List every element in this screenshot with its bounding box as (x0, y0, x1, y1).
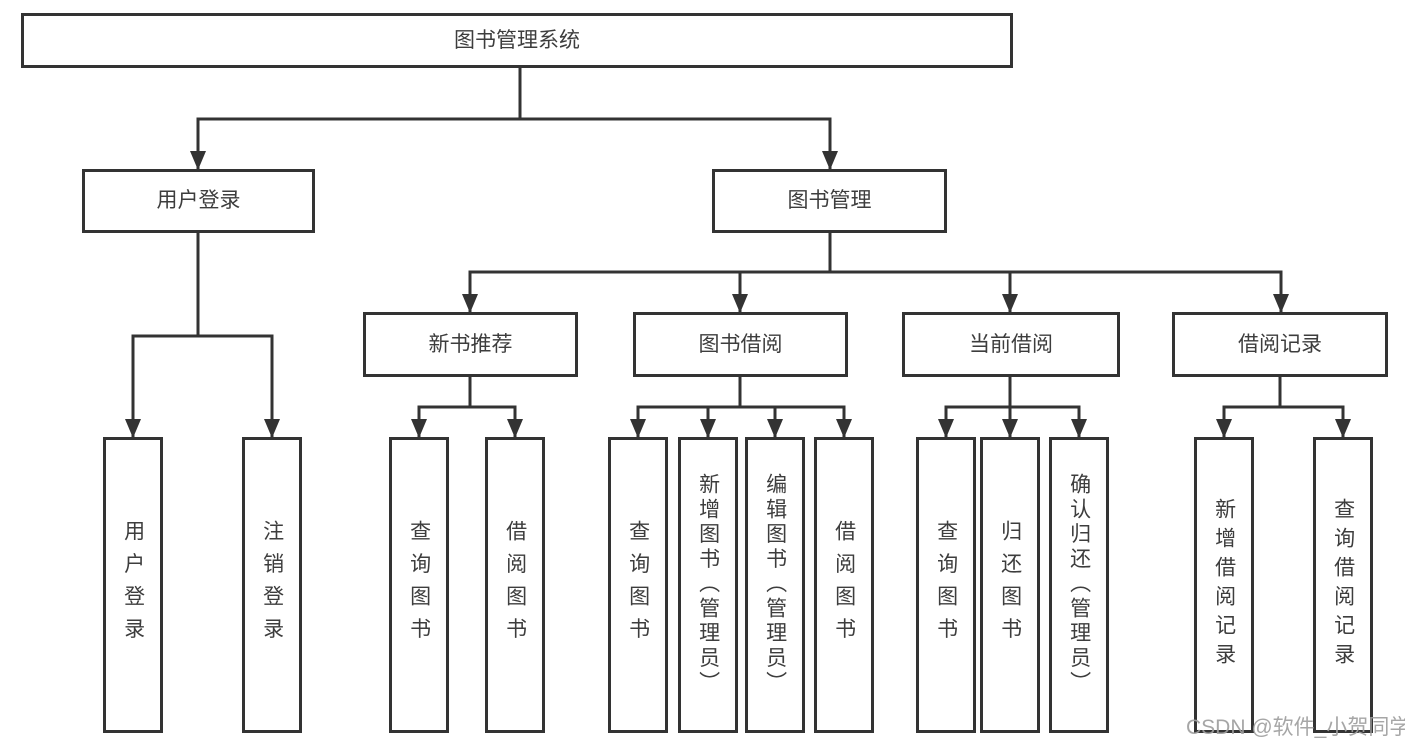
arrow-down-icon (767, 419, 783, 438)
arrow-down-icon (700, 419, 716, 438)
arrow-down-icon (411, 419, 427, 438)
arrow-down-icon (125, 419, 141, 438)
leaf-return-books: 归还图书 (980, 437, 1040, 733)
arrow-down-icon (1216, 419, 1232, 438)
arrow-down-icon (1002, 294, 1018, 313)
arrow-down-icon (732, 294, 748, 313)
arrow-down-icon (462, 294, 478, 313)
leaf-borrow-books: 借阅图书 (814, 437, 874, 733)
arrow-down-icon (630, 419, 646, 438)
csdn-watermark: CSDN @软件_小贺同学 (1186, 716, 1405, 739)
leaf-query-books-recommend: 查询图书 (389, 437, 449, 733)
node-root-system: 图书管理系统 (21, 13, 1013, 68)
arrow-down-icon (1273, 294, 1289, 313)
arrow-down-icon (1335, 419, 1351, 438)
leaf-query-borrow-record: 查询借阅记录 (1313, 437, 1373, 733)
arrow-down-icon (822, 151, 838, 170)
node-book-management: 图书管理 (712, 169, 947, 233)
leaf-query-books-current: 查询图书 (916, 437, 976, 733)
arrow-down-icon (938, 419, 954, 438)
node-borrow-records: 借阅记录 (1172, 312, 1388, 377)
node-book-borrowing: 图书借阅 (633, 312, 848, 377)
leaf-add-books-admin: 新增图书（管理员） (678, 437, 738, 733)
node-new-book-recommend: 新书推荐 (363, 312, 578, 377)
leaf-query-books-borrow: 查询图书 (608, 437, 668, 733)
leaf-add-borrow-record: 新增借阅记录 (1194, 437, 1254, 733)
arrow-down-icon (1002, 419, 1018, 438)
leaf-logout: 注销登录 (242, 437, 302, 733)
node-user-login-module: 用户登录 (82, 169, 315, 233)
arrow-down-icon (1071, 419, 1087, 438)
leaf-confirm-return-admin: 确认归还（管理员） (1049, 437, 1109, 733)
arrow-down-icon (507, 419, 523, 438)
arrow-down-icon (264, 419, 280, 438)
arrow-down-icon (836, 419, 852, 438)
arrowheads (125, 151, 1351, 438)
node-current-borrowing: 当前借阅 (902, 312, 1120, 377)
leaf-borrow-books-recommend: 借阅图书 (485, 437, 545, 733)
arrow-down-icon (190, 151, 206, 170)
leaf-user-login: 用户登录 (103, 437, 163, 733)
leaf-edit-books-admin: 编辑图书（管理员） (745, 437, 805, 733)
connector-path (131, 66, 1345, 439)
